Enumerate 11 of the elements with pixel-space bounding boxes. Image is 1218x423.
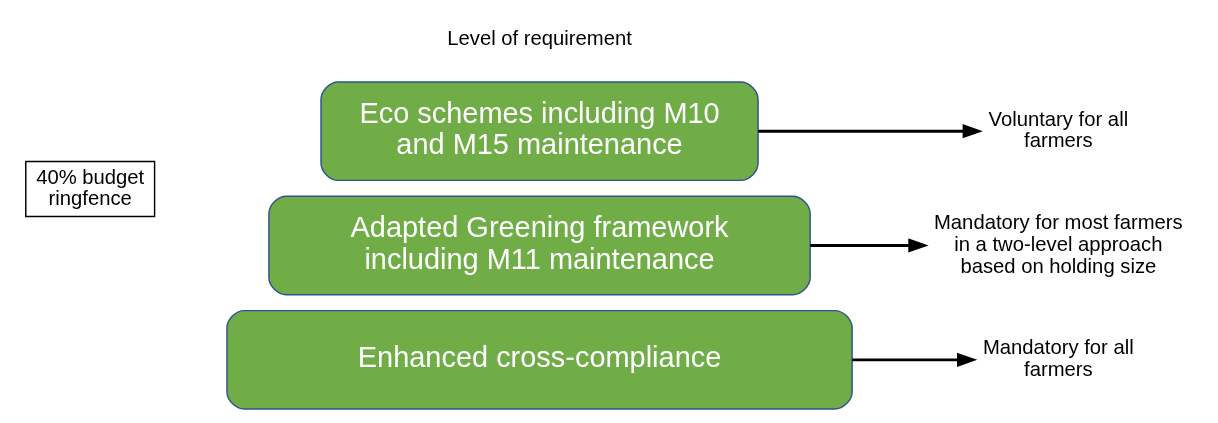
node-text: Mandatory for most farmers in a two-level approach based on holding size [934, 211, 1183, 277]
arrow [758, 124, 983, 139]
label: Level of requirement [447, 27, 632, 50]
node-box: Enhanced cross-compliance [226, 309, 853, 410]
arrow [810, 238, 929, 253]
node-box: 40% budget ringfence [25, 160, 156, 218]
node-box: Eco schemes including M10 and M15 maintenance [320, 81, 759, 182]
node-text: Mandatory for all farmers [982, 336, 1134, 381]
node-box: Adapted Greening framework including M11 maintenance [268, 195, 811, 296]
node-text: Voluntary for all farmers [988, 107, 1129, 152]
arrow [852, 352, 978, 367]
